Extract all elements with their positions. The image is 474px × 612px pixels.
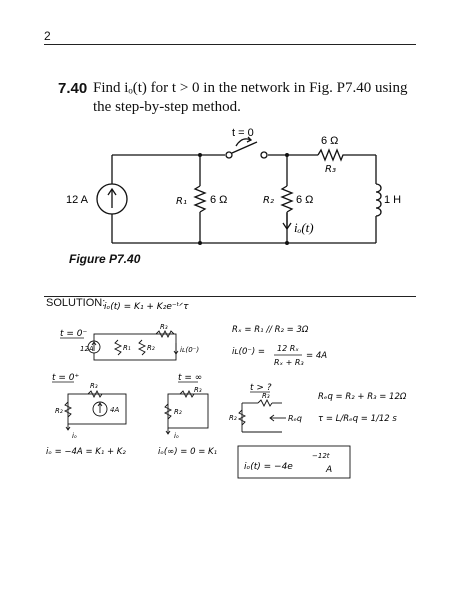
req-circuit	[237, 398, 286, 433]
answer-unit: A	[325, 465, 332, 475]
io0-equation: iₒ = −4A = K₁ + K₂	[46, 447, 126, 457]
t0plus-r3: R₃	[90, 382, 98, 390]
il-result: = 4A	[306, 351, 327, 361]
sol-r1: R₁	[123, 344, 131, 352]
solution-rule	[44, 296, 416, 297]
problem-number: 7.40	[58, 80, 88, 97]
t0minus-label: t = 0⁻	[60, 329, 88, 339]
inductor-coil	[375, 183, 382, 217]
ioinf-equation: iₒ(∞) = 0 = K₁	[158, 447, 217, 457]
r2-zigzag	[280, 185, 294, 213]
sol-r2: R₂	[147, 344, 155, 352]
answer-lhs: iₒ(t) = −4e	[244, 462, 293, 472]
tq-label: t > ?	[250, 383, 272, 393]
r2-value: 6 Ω	[296, 194, 313, 206]
header-rule	[44, 44, 416, 45]
current-source-symbol	[96, 183, 128, 215]
r3-label: R₃	[325, 164, 336, 175]
il-numerator: 12 Rₓ	[277, 344, 299, 353]
r1-value: 6 Ω	[210, 194, 227, 206]
switch-label: t = 0	[232, 127, 254, 139]
il0-label: iʟ(0⁻)	[180, 346, 199, 354]
req-r3: R₃	[262, 392, 270, 400]
switch-contact-left	[225, 151, 233, 159]
circuit-figure: 12 A t = 0 6 Ω R₃ R₁ 6 Ω R₂ 6 Ω 1 H iₒ(t…	[66, 127, 401, 245]
tinf-r2: R₂	[174, 408, 182, 416]
src-4a: 4A	[110, 406, 119, 414]
tinf-label: t = ∞	[178, 373, 202, 383]
source-label: 12 A	[66, 194, 89, 206]
req-r2: R₂	[229, 414, 237, 422]
il-equation-lhs: iʟ(0⁻) =	[232, 347, 265, 357]
answer-exponent: −12t	[312, 452, 330, 460]
src-12a: 12A	[80, 345, 94, 353]
general-form: iₒ(t) = K₁ + K₂e⁻ᵗᐟτ	[104, 302, 189, 312]
problem-text-line-2: the step-by-step method.	[93, 99, 241, 115]
r1-label: R₁	[176, 196, 187, 207]
r2-label: R₂	[263, 195, 274, 206]
sol-r3: R₃	[160, 323, 168, 331]
tinf-circuit	[163, 389, 209, 435]
t0plus-io: iₒ	[72, 432, 77, 440]
answer-box	[237, 445, 351, 479]
il-denominator: Rₓ + R₃	[274, 358, 304, 367]
page-number: 2	[44, 29, 51, 43]
tinf-io: iₒ	[174, 432, 179, 440]
t0plus-label: t = 0⁺	[52, 373, 80, 383]
current-label: iₒ(t)	[294, 220, 314, 235]
switch-contact-right	[260, 151, 268, 159]
req-equation: Rₑq = R₂ + R₃ = 12Ω	[318, 392, 407, 402]
r3-value: 6 Ω	[321, 135, 338, 147]
rx-equation: Rₓ = R₁ // R₂ = 3Ω	[232, 325, 309, 335]
t0plus-r2: R₂	[55, 407, 63, 415]
solution-work: iₒ(t) = K₁ + K₂e⁻ᵗᐟτ t = 0⁻ 12A R₁ R₂ R₃…	[46, 302, 407, 479]
r3-zigzag	[317, 148, 346, 162]
problem-text-line-1: Find iₒ(t) for t > 0 in the network in F…	[93, 80, 408, 96]
tinf-r3: R₃	[194, 386, 202, 394]
solution-label: SOLUTION:	[46, 297, 106, 309]
t0plus-circuit	[63, 389, 127, 431]
inductor-label: 1 H	[384, 194, 401, 206]
switch-blade	[231, 141, 258, 154]
r1-zigzag	[193, 185, 207, 213]
figure-caption: Figure P7.40	[69, 252, 141, 266]
t0minus-circuit	[87, 329, 179, 361]
tau-equation: τ = L/Rₑq = 1/12 s	[318, 414, 397, 424]
req-arrow-label: Rₑq	[288, 414, 302, 423]
